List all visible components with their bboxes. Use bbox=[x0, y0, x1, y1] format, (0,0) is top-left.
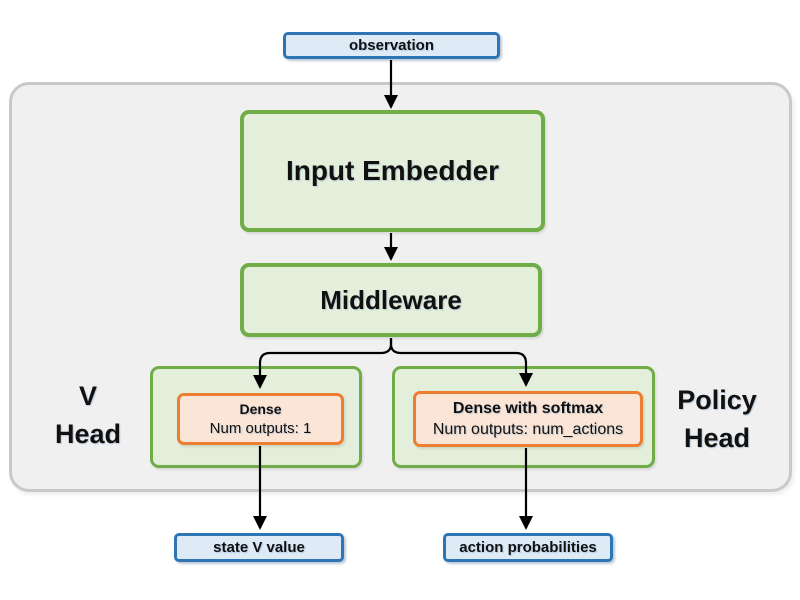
policy-dense-subtitle: Num outputs: num_actions bbox=[432, 421, 624, 438]
input-embedder-label: Input Embedder bbox=[285, 155, 500, 186]
state-v-value-label: state V value bbox=[213, 539, 305, 556]
observation-label: observation bbox=[348, 37, 435, 54]
node-v-dense: Dense Num outputs: 1 bbox=[177, 393, 344, 445]
v-head-label-line1: V bbox=[78, 381, 97, 411]
node-observation: observation bbox=[283, 32, 500, 59]
middleware-label: Middleware bbox=[320, 284, 462, 315]
policy-head-label: Policy Head bbox=[655, 381, 779, 457]
node-policy-dense: Dense with softmax Num outputs: num_acti… bbox=[413, 391, 643, 447]
action-probabilities-label: action probabilities bbox=[459, 539, 597, 556]
v-dense-title: Dense bbox=[239, 401, 282, 417]
policy-head-label-line2: Head bbox=[683, 423, 751, 453]
v-head-label-line2: Head bbox=[54, 419, 122, 449]
v-head-label: V Head bbox=[28, 377, 148, 453]
node-action-probabilities: action probabilities bbox=[443, 533, 613, 562]
node-state-v-value: state V value bbox=[174, 533, 344, 562]
node-middleware: Middleware bbox=[240, 263, 542, 337]
policy-dense-title: Dense with softmax bbox=[452, 400, 604, 417]
v-dense-subtitle: Num outputs: 1 bbox=[209, 420, 312, 437]
policy-head-label-line1: Policy bbox=[677, 385, 757, 415]
node-input-embedder: Input Embedder bbox=[240, 110, 545, 232]
